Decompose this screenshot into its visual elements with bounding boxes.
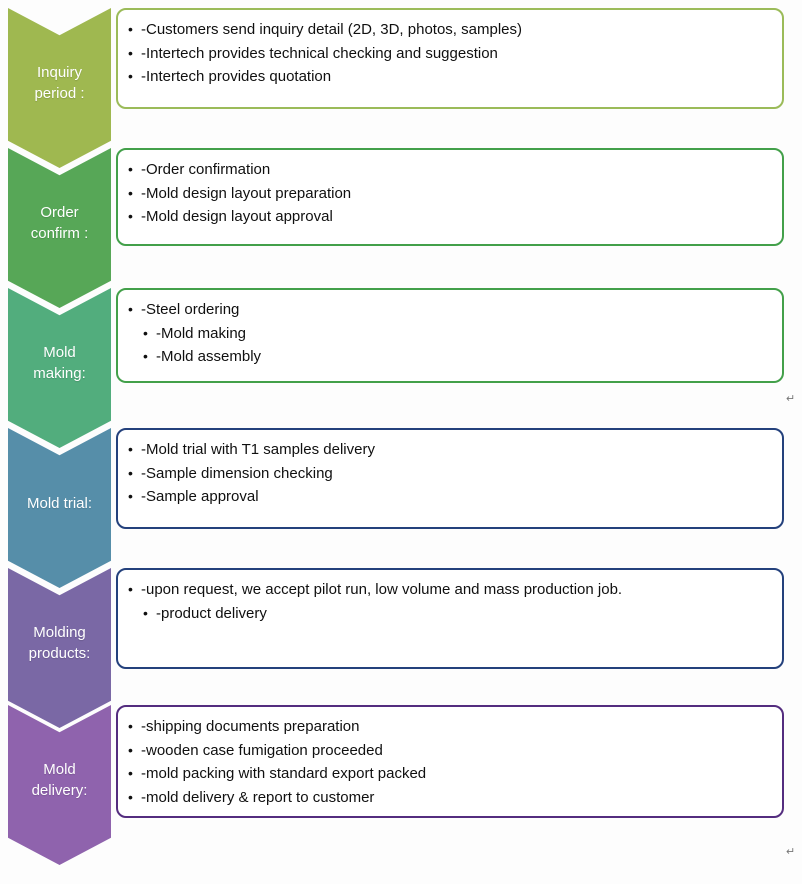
bullet-text: -mold packing with standard export packe… [141,765,427,782]
bullet-text: -Sample dimension checking [141,464,333,482]
stage-detail-box-mold-making: • -Steel ordering • -Mold making • -Mold… [116,288,784,383]
bullet-item: • -wooden case fumigation proceeded [128,739,772,763]
bullet-item: • -Customers send inquiry detail (2D, 3D… [128,18,772,42]
bullet-text: -mold delivery & report to customer [141,788,375,806]
bullet-item: • -mold delivery & report to customer [128,786,772,810]
stage-detail-box-order-confirm: • -Order confirmation • -Mold design lay… [116,148,784,246]
bullet-text: -shipping documents preparation [141,718,360,735]
stage-chevron-mold-making: Mold making: [8,288,111,448]
bullet-marker: • [128,68,133,84]
bullet-list: • -shipping documents preparation • -woo… [128,715,772,809]
stage-label: Molding products: [28,624,91,662]
paragraph-return-mark: ↵ [786,393,796,405]
bullet-item: • -product delivery [143,602,772,626]
bullet-list: • -Steel ordering • -Mold making • -Mold… [128,298,772,369]
bullet-marker: • [128,718,133,734]
bullet-item: • -Mold design layout approval [128,205,772,229]
bullet-item: • -Order confirmation [128,158,772,182]
stage-detail-box-mold-trial: • -Mold trial with T1 samples delivery •… [116,428,784,529]
bullet-text: -Intertech provides technical checking a… [141,44,498,62]
bullet-item: • -Mold making [143,322,772,346]
stage-detail-box-mold-delivery: • -shipping documents preparation • -woo… [116,705,784,818]
bullet-text: -Customers send inquiry detail (2D, 3D, … [141,21,522,38]
bullet-item: • -Steel ordering [128,298,772,322]
bullet-item: • -upon request, we accept pilot run, lo… [128,578,772,602]
bullet-text: -Mold design layout preparation [141,184,352,202]
bullet-item: • -Intertech provides quotation [128,65,772,89]
bullet-item: • -mold packing with standard export pac… [128,762,772,786]
paragraph-return-mark: ↵ [786,846,796,858]
bullet-text: -Steel ordering [141,301,240,318]
bullet-marker: • [128,301,133,317]
bullet-marker: • [143,348,148,364]
bullet-text: -product delivery [156,604,267,622]
stage-label: Mold delivery: [31,761,88,799]
bullet-text: -Mold assembly [156,348,262,365]
stage-label: Mold trial: [26,494,93,512]
bullet-item: • -shipping documents preparation [128,715,772,739]
bullet-marker: • [128,161,133,177]
bullet-marker: • [128,441,133,457]
stage-label: Order confirm : [30,204,89,242]
stage-chevron-molding-products: Molding products: [8,568,111,728]
stage-chevron-inquiry: Inquiry period : [8,8,111,168]
bullet-list: • -Customers send inquiry detail (2D, 3D… [128,18,772,89]
bullet-text: -Sample approval [141,488,259,505]
stage-detail-box-inquiry: • -Customers send inquiry detail (2D, 3D… [116,8,784,109]
bullet-list: • -Mold trial with T1 samples delivery •… [128,438,772,509]
stage-chevron-mold-delivery: Mold delivery: [8,705,111,865]
bullet-item: • -Mold design layout preparation [128,182,772,206]
bullet-list: • -Order confirmation • -Mold design lay… [128,158,772,229]
bullet-marker: • [128,488,133,504]
bullet-marker: • [128,788,133,805]
stage-detail-box-molding-products: • -upon request, we accept pilot run, lo… [116,568,784,669]
bullet-list: • -upon request, we accept pilot run, lo… [128,578,772,625]
bullet-marker: • [128,208,133,224]
stage-chevron-mold-trial: Mold trial: [8,428,111,588]
bullet-text: -Mold trial with T1 samples delivery [141,441,375,458]
bullet-item: • -Intertech provides technical checking… [128,42,772,66]
bullet-marker: • [143,604,148,621]
bullet-item: • -Sample dimension checking [128,462,772,486]
bullet-marker: • [143,324,148,341]
stage-chevron-order-confirm: Order confirm : [8,148,111,308]
bullet-text: -Mold design layout approval [141,208,333,225]
bullet-marker: • [128,21,133,37]
bullet-text: -upon request, we accept pilot run, low … [141,581,623,598]
bullet-item: • -Mold assembly [143,345,772,369]
bullet-marker: • [128,581,133,597]
bullet-marker: • [128,44,133,61]
bullet-item: • -Sample approval [128,485,772,509]
bullet-marker: • [128,184,133,201]
bullet-text: -Order confirmation [141,161,271,178]
bullet-text: -Mold making [156,324,247,342]
bullet-text: -wooden case fumigation proceeded [141,741,383,759]
bullet-marker: • [128,765,133,781]
bullet-item: • -Mold trial with T1 samples delivery [128,438,772,462]
bullet-text: -Intertech provides quotation [141,68,332,85]
stage-label: Mold making: [33,344,86,382]
bullet-marker: • [128,464,133,481]
bullet-marker: • [128,741,133,758]
stage-label: Inquiry period : [34,64,85,102]
